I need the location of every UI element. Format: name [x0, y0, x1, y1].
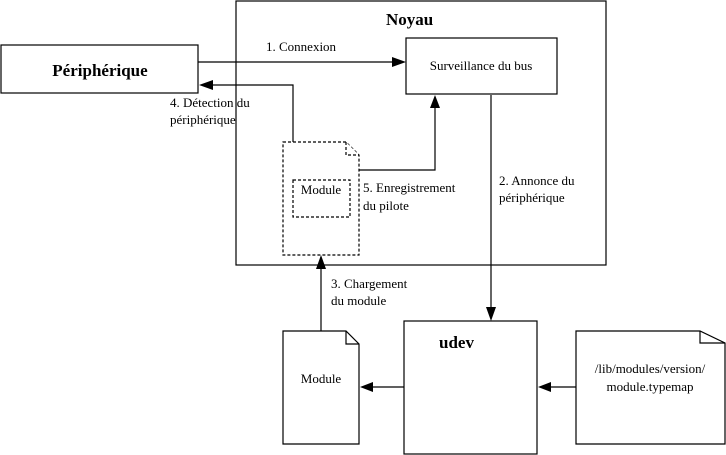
module-file-label: Module: [301, 371, 342, 386]
edge-enregistrement-line: [359, 108, 436, 171]
noyau-label: Noyau: [386, 10, 433, 29]
edge-annonce-arrowhead: [486, 307, 496, 321]
module-kernel-fold: [345, 142, 359, 156]
edge-detection-label-2: périphérique: [170, 112, 236, 127]
surveillance-label: Surveillance du bus: [430, 58, 533, 73]
typemap-fold: [699, 331, 725, 344]
peripherique-label: Périphérique: [52, 61, 148, 80]
edge-chargement-arrowhead: [316, 255, 326, 269]
module-file-document: [282, 330, 360, 445]
typemap-document: [575, 330, 726, 445]
edge-detection-arrowhead: [199, 80, 213, 90]
edge-enregistrement-label-2: du pilote: [363, 198, 409, 213]
edge-enregistrement-label-1: 5. Enregistrement: [363, 180, 456, 195]
typemap-label-2: module.typemap: [606, 379, 693, 394]
surveillance-box: [405, 37, 558, 95]
edge-detection-line: [210, 84, 294, 142]
edge-connexion-arrowhead: [392, 57, 406, 67]
peripherique-box: [0, 44, 199, 94]
edge-annonce-label-2: périphérique: [499, 190, 565, 205]
edge-chargement-label-2: du module: [331, 293, 386, 308]
udev-label: udev: [439, 333, 474, 352]
edge-enregistrement-arrowhead: [430, 95, 440, 108]
edge-typemap-udev-arrowhead: [538, 382, 551, 392]
module-kernel-inner-box: [292, 179, 351, 218]
module-kernel-label: Module: [301, 182, 342, 197]
edge-chargement-label-1: 3. Chargement: [331, 276, 408, 291]
edge-detection-label-1: 4. Détection du: [170, 95, 250, 110]
module-file-fold: [345, 331, 359, 345]
edge-connexion-label: 1. Connexion: [266, 39, 337, 54]
typemap-label-1: /lib/modules/version/: [595, 361, 706, 376]
edge-udev-module-arrowhead: [360, 382, 373, 392]
edge-annonce-label-1: 2. Annonce du: [499, 173, 575, 188]
